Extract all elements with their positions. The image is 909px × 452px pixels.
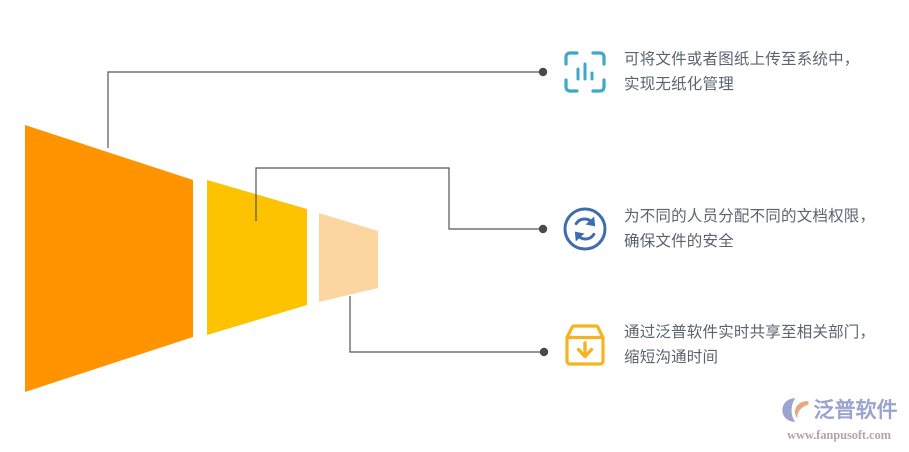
box-download-icon [565, 324, 605, 366]
funnel-stage-2 [207, 180, 307, 335]
fanpu-swoosh-logo-icon [781, 398, 808, 422]
feature-text-share: 通过泛普软件实时共享至相关部门， 缩短沟通时间 [624, 324, 876, 367]
brand-lockup: 泛普软件 [781, 396, 898, 424]
brand-name: 泛普软件 [813, 398, 898, 422]
funnel-stage-3 [319, 213, 378, 302]
feature-item-upload: 可将文件或者图纸上传至系统中， 实现无纸化管理 [562, 47, 860, 97]
bar-chart-frame-icon [564, 51, 606, 93]
feature-item-permission: 为不同的人员分配不同的文档权限， 确保文件的安全 [562, 204, 875, 254]
brand-url: www.fanpusoft.com [787, 428, 891, 442]
feature-item-share: 通过泛普软件实时共享至相关部门， 缩短沟通时间 [562, 320, 875, 370]
funnel-stage-1 [25, 125, 193, 392]
brand-watermark: 泛普软件 www.fanpusoft.com [776, 396, 902, 443]
sync-circle-icon [563, 207, 607, 251]
feature-text-permission: 为不同的人员分配不同的文档权限， 确保文件的安全 [624, 208, 876, 251]
feature-text-upload: 可将文件或者图纸上传至系统中， 实现无纸化管理 [624, 51, 860, 94]
